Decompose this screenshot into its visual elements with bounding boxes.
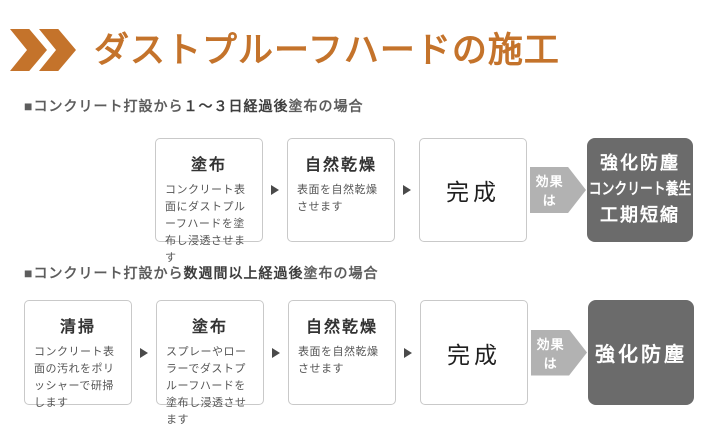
step-box-coating: 塗布 コンクリート表面にダストプルーフハードを塗布し浸透させます	[155, 138, 263, 264]
arrow-right-icon	[403, 185, 411, 195]
effect-item: コンクリート養生	[588, 180, 692, 198]
step-box-drying: 自然乾燥 表面を自然乾燥させます	[287, 138, 395, 242]
section-heading-emphasis: １～３日経過後	[183, 98, 289, 114]
section-heading-suffix: 塗布の場合	[288, 98, 364, 114]
chevron-right-icon	[10, 29, 47, 71]
step-description: コンクリート表面にダストプルーフハードを塗布し浸透させます	[165, 184, 246, 265]
effect-arrow-label: 効果は	[535, 174, 564, 208]
effect-box: 強化防塵 コンクリート養生 工期短縮	[587, 138, 693, 242]
step-title: 完成	[447, 341, 501, 368]
page-header: ダストプルーフハードの施工	[10, 29, 560, 71]
step-description: 表面を自然乾燥させます	[297, 184, 378, 214]
step-title: 自然乾燥	[305, 319, 378, 336]
step-box-complete: 完成	[419, 138, 527, 242]
step-box-complete: 完成	[420, 300, 528, 405]
effect-arrow-icon: 効果は	[530, 167, 586, 213]
step-description: 表面を自然乾燥させます	[298, 346, 379, 376]
step-title: 塗布	[190, 157, 227, 174]
effect-arrow-label: 効果は	[536, 336, 565, 371]
step-box-cleaning: 清掃 コンクリート表面の汚れをポリッシャーで研掃します	[24, 300, 132, 409]
process-flow-2: 清掃 コンクリート表面の汚れをポリッシャーで研掃します 塗布 スプレーやローラー…	[24, 300, 694, 426]
process-flow-1: 塗布 コンクリート表面にダストプルーフハードを塗布し浸透させます 自然乾燥 表面…	[155, 138, 693, 264]
section-heading-2: ■コンクリート打設から数週間以上経過後塗布の場合	[24, 263, 378, 283]
step-description: コンクリート表面の汚れをポリッシャーで研掃します	[34, 346, 115, 410]
page-title: ダストプルーフハードの施工	[94, 30, 560, 70]
arrow-right-icon	[404, 347, 412, 358]
arrow-right-icon	[272, 347, 280, 358]
step-title: 清掃	[59, 319, 96, 336]
section-heading-prefix: ■コンクリート打設から	[24, 98, 184, 114]
arrow-right-icon	[271, 185, 279, 195]
step-description: スプレーやローラーでダストプルーフハードを塗布し浸透させます	[166, 346, 247, 427]
effect-box: 強化防塵	[588, 300, 694, 405]
step-title: 自然乾燥	[304, 157, 377, 174]
step-box-coating: 塗布 スプレーやローラーでダストプルーフハードを塗布し浸透させます	[156, 300, 264, 426]
step-title: 塗布	[191, 319, 228, 336]
section-heading-suffix: 塗布の場合	[303, 265, 379, 281]
effect-item: 強化防塵	[600, 152, 680, 173]
effect-arrow-icon: 効果は	[531, 329, 587, 376]
effect-item: 強化防塵	[595, 344, 687, 366]
step-box-drying: 自然乾燥 表面を自然乾燥させます	[288, 300, 396, 405]
effect-item: 工期短縮	[600, 205, 680, 226]
section-heading-1: ■コンクリート打設から１～３日経過後塗布の場合	[24, 96, 363, 116]
step-title: 完成	[446, 179, 500, 205]
section-heading-prefix: ■コンクリート打設から	[24, 265, 184, 281]
arrow-right-icon	[140, 347, 148, 358]
section-heading-emphasis: 数週間以上経過後	[183, 265, 304, 281]
